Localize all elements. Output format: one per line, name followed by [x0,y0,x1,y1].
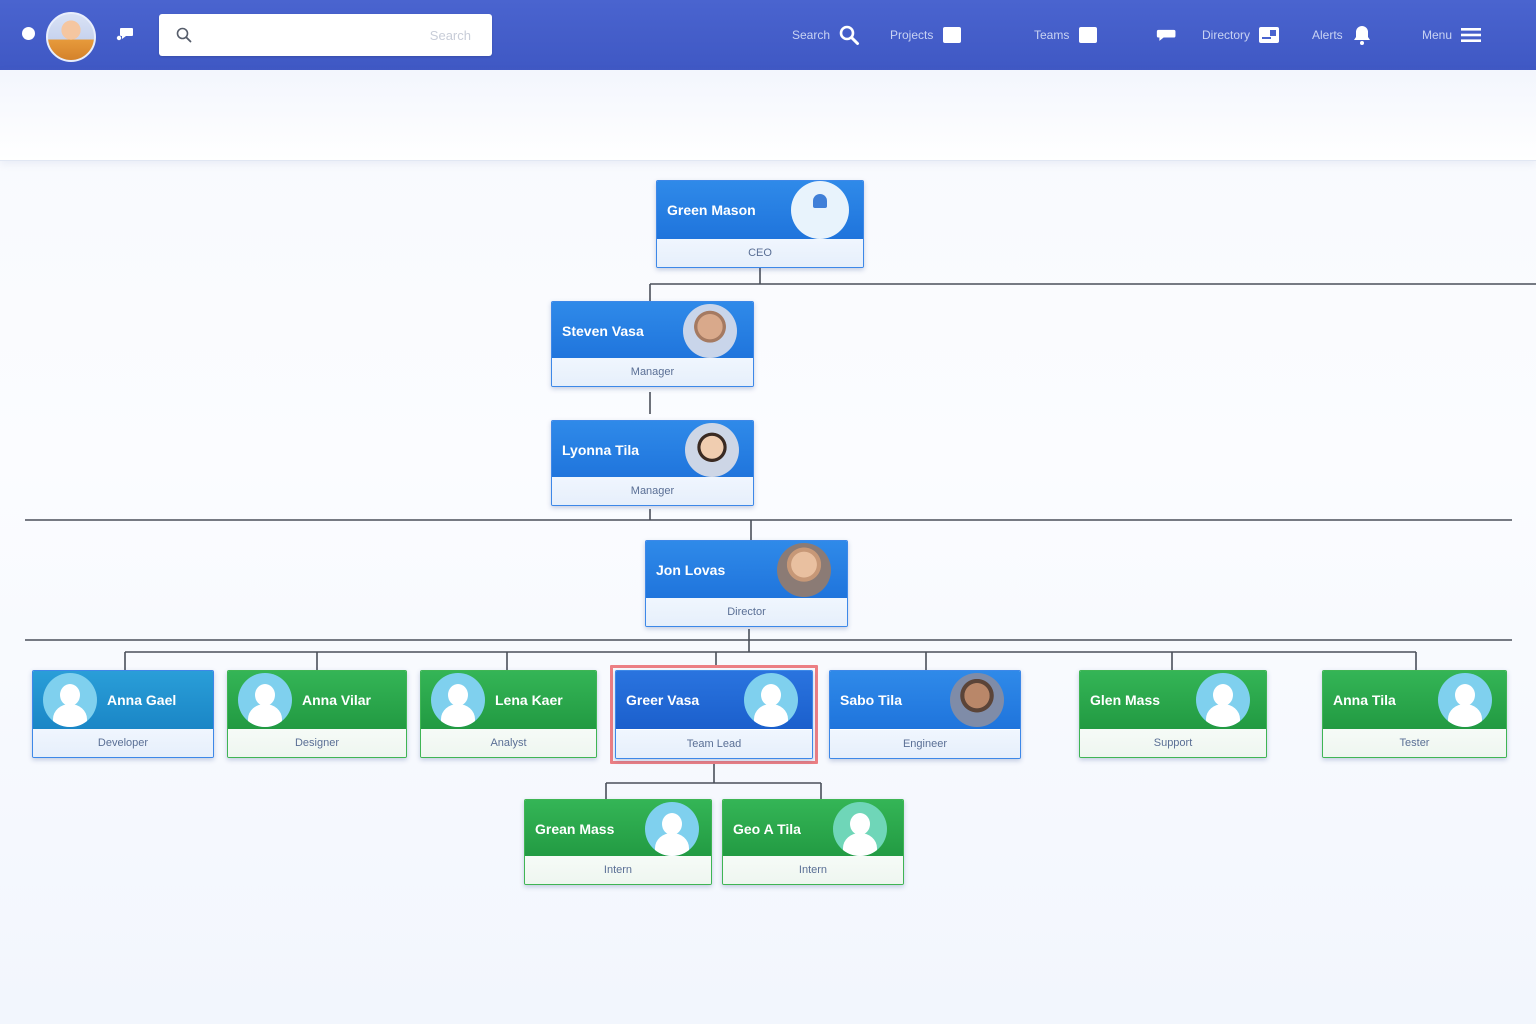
nav-teams-label: Teams [1034,28,1070,42]
nav-messages[interactable] [1156,18,1178,52]
id-card-icon [1259,27,1280,43]
card-name: Geo A Tila [733,821,801,837]
card-name: Sabo Tila [840,692,902,708]
card-header: Sabo Tila [830,671,1020,729]
search-icon [176,27,192,43]
nav-directory-label: Directory [1202,28,1251,42]
org-card-root[interactable]: Green Mason CEO [656,180,864,268]
search-input[interactable] [201,22,481,48]
avatar [431,673,485,727]
avatar [950,673,1004,727]
card-header: Anna Gael [33,671,213,729]
avatar [744,673,798,727]
avatar [238,673,292,727]
card-header: Glen Mass [1080,671,1266,729]
org-chart: Green Mason CEO Steven Vasa Manager Lyon… [0,161,1536,1024]
chat-bubble-icon [1156,29,1176,41]
nav-alerts[interactable]: Alerts [1312,18,1373,52]
card-header: Greer Vasa [616,671,812,729]
top-bar: Search Projects Teams Directory Alerts [0,0,1536,70]
org-card-row-5[interactable]: Sabo Tila Engineer [829,670,1021,759]
org-card-row-7[interactable]: Anna Tila Tester [1322,670,1507,758]
card-name: Grean Mass [535,821,615,837]
card-header: Grean Mass [525,800,711,858]
card-title: CEO [657,239,863,267]
avatar [645,802,699,856]
card-title: Manager [552,358,753,386]
card-header: Anna Tila [1323,671,1506,729]
card-title: Support [1080,729,1266,757]
card-title: Manager [552,477,753,505]
nav-search[interactable]: Search [792,18,860,52]
card-name: Lyonna Tila [562,442,640,458]
card-title: Analyst [421,729,596,757]
card-name: Steven Vasa [562,323,644,339]
card-title: Team Lead [616,730,812,758]
card-name: Anna Vilar [302,692,371,708]
avatar [777,543,831,597]
nav-projects[interactable]: Projects [890,18,963,52]
avatar [683,304,737,358]
card-header: Geo A Tila [723,800,903,858]
card-header: Green Mason [657,181,863,239]
card-header: Steven Vasa [552,302,753,360]
org-card-row-6[interactable]: Glen Mass Support [1079,670,1267,758]
magnifier-icon [839,25,860,45]
card-header: Jon Lovas [646,541,847,599]
card-name: Lena Kaer [495,692,563,708]
nav-teams[interactable]: Teams [1034,18,1099,52]
card-name: Green Mason [667,202,756,218]
org-card-level3[interactable]: Lyonna Tila Manager [551,420,754,506]
card-name: Anna Tila [1333,692,1396,708]
card-name: Glen Mass [1090,692,1161,708]
card-title: Developer [33,729,213,757]
card-title: Designer [228,729,406,757]
avatar [1196,673,1250,727]
connector-lines [25,268,1536,799]
card-title: Intern [525,856,711,884]
avatar [685,423,739,477]
card-title: Director [646,598,847,626]
nav-menu-label: Menu [1422,28,1453,42]
bell-icon [1353,26,1370,45]
chat-icon[interactable] [116,26,134,42]
selection-highlight [610,665,818,764]
card-name: Jon Lovas [656,562,726,578]
card-header: Lena Kaer [421,671,596,729]
user-avatar[interactable] [46,12,96,62]
card-title: Tester [1323,729,1506,757]
nav-directory[interactable]: Directory [1202,18,1280,52]
nav-projects-label: Projects [890,28,934,42]
nav-alerts-label: Alerts [1312,28,1343,42]
card-name: Greer Vasa [626,692,700,708]
card-title: Intern [723,856,903,884]
square-icon [1079,27,1098,43]
card-header: Anna Vilar [228,671,406,729]
avatar [833,802,887,856]
org-card-level4[interactable]: Jon Lovas Director [645,540,848,627]
org-card-row-4-selected[interactable]: Greer Vasa Team Lead [615,670,813,759]
status-dot [22,27,35,40]
avatar [1438,673,1492,727]
org-card-row-1[interactable]: Anna Gael Developer [32,670,214,758]
page-header-band [0,70,1536,161]
org-card-child-2[interactable]: Geo A Tila Intern [722,799,904,885]
card-title: Engineer [830,730,1020,758]
org-card-level2[interactable]: Steven Vasa Manager [551,301,754,387]
nav-search-label: Search [792,28,831,42]
org-icon [791,181,849,239]
org-card-row-2[interactable]: Anna Vilar Designer [227,670,407,758]
org-card-child-1[interactable]: Grean Mass Intern [524,799,712,885]
card-header: Lyonna Tila [552,421,753,479]
hamburger-icon [1461,28,1482,42]
avatar [43,673,97,727]
square-icon [943,27,962,43]
card-name: Anna Gael [107,692,177,708]
search-bar[interactable] [159,14,492,56]
org-card-row-3[interactable]: Lena Kaer Analyst [420,670,597,758]
nav-menu[interactable]: Menu [1422,18,1482,52]
